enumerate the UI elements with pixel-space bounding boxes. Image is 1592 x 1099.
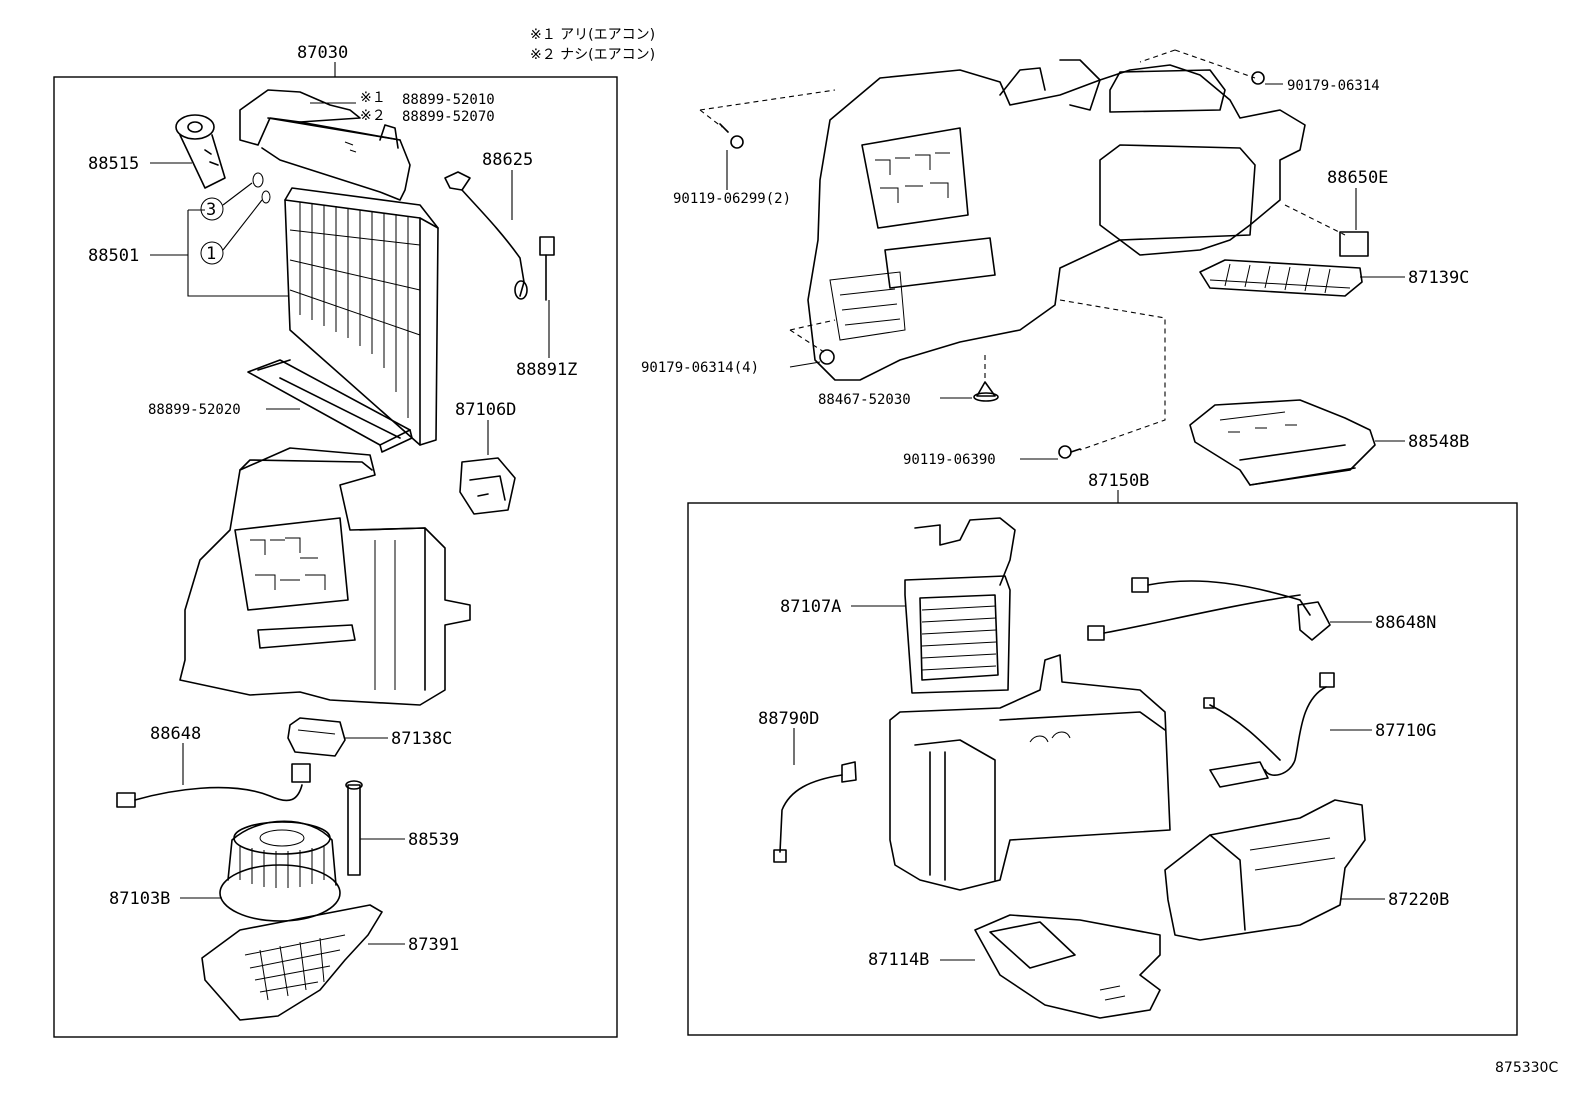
part-label-88790D[interactable]: 88790D	[758, 709, 819, 729]
part-label-87106D[interactable]: 87106D	[455, 400, 516, 420]
part-88650E-drawing	[1339, 231, 1369, 257]
part-87139C-filter-drawing	[1199, 259, 1363, 297]
circled-3-text: 3	[206, 200, 216, 220]
mark-1: ※１	[360, 90, 386, 106]
circled-number-1	[200, 241, 224, 265]
part-87710G-drawing	[1203, 672, 1335, 788]
part-88648N-harness-drawing	[1087, 577, 1331, 641]
part-88899-52020-drawing	[247, 359, 413, 453]
part-88539-drawing	[345, 780, 363, 876]
part-label-88539[interactable]: 88539	[408, 830, 459, 850]
part-87220B-drawing	[1164, 799, 1366, 941]
note-without-ac: ※２ ナシ(エアコン)	[530, 47, 655, 63]
group-label-87030[interactable]: 87030	[297, 43, 348, 63]
heater-case-drawing	[889, 654, 1171, 891]
part-88625-drawing	[444, 171, 528, 300]
part-label-88899-52070[interactable]: 88899-52070	[402, 109, 495, 125]
part-88790D-drawing	[773, 761, 857, 863]
part-87103B-blower-drawing	[219, 820, 341, 922]
circled-1-text: 1	[206, 244, 216, 264]
part-label-88899-52020[interactable]: 88899-52020	[148, 402, 241, 418]
note-with-ac: ※１ アリ(エアコン)	[530, 27, 655, 43]
part-88648-drawing	[116, 763, 311, 808]
part-label-88899-52010[interactable]: 88899-52010	[402, 92, 495, 108]
part-label-87138C[interactable]: 87138C	[391, 729, 452, 749]
part-87106D-drawing	[459, 457, 516, 515]
part-label-88891Z[interactable]: 88891Z	[516, 360, 577, 380]
group-box-left	[53, 76, 618, 1038]
group-label-87150B[interactable]: 87150B	[1088, 471, 1149, 491]
part-label-88648N[interactable]: 88648N	[1375, 613, 1436, 633]
part-label-87710G[interactable]: 87710G	[1375, 721, 1436, 741]
part-88548B-drawing	[1189, 399, 1376, 486]
part-label-87220B[interactable]: 87220B	[1388, 890, 1449, 910]
bolt-90119-06299-drawing	[719, 123, 744, 149]
bolt-90119-06390-drawing	[1058, 445, 1081, 459]
unit-housing-left-drawing	[179, 447, 471, 706]
part-87114B-drawing	[974, 914, 1161, 1019]
screw-90179-06314-drawing	[1251, 71, 1265, 85]
duct-upper-drawing	[239, 89, 411, 201]
part-label-88648[interactable]: 88648	[150, 724, 201, 744]
part-87391-drawing	[201, 904, 383, 1021]
part-label-90179-06314[interactable]: 90179-06314	[1287, 78, 1380, 94]
circled-number-3	[200, 197, 224, 221]
heater-assembly-drawing	[807, 59, 1306, 381]
part-label-90119-06299[interactable]: 90119-06299(2)	[673, 191, 791, 207]
part-label-88515[interactable]: 88515	[88, 154, 139, 174]
part-label-88501[interactable]: 88501	[88, 246, 139, 266]
part-label-87103B[interactable]: 87103B	[109, 889, 170, 909]
part-87107A-heater-core-drawing	[904, 517, 1016, 694]
part-label-87139C[interactable]: 87139C	[1408, 268, 1469, 288]
part-label-90119-06390[interactable]: 90119-06390	[903, 452, 996, 468]
part-label-88548B[interactable]: 88548B	[1408, 432, 1469, 452]
part-88467-52030-drawing	[973, 381, 999, 402]
part-88515-drawing	[175, 114, 226, 189]
part-label-88467-52030[interactable]: 88467-52030	[818, 392, 911, 408]
part-label-87391[interactable]: 87391	[408, 935, 459, 955]
clip-90179-06314-4-drawing	[819, 349, 835, 365]
part-88891Z-drawing	[539, 236, 555, 301]
part-label-88625[interactable]: 88625	[482, 150, 533, 170]
part-88501-evaporator-drawing	[284, 187, 439, 446]
part-87138C-drawing	[287, 717, 346, 757]
mark-2: ※２	[360, 108, 386, 124]
figure-id: 875330C	[1495, 1060, 1558, 1076]
part-label-87107A[interactable]: 87107A	[780, 597, 841, 617]
part-label-88650E[interactable]: 88650E	[1327, 168, 1388, 188]
group-box-right	[687, 502, 1518, 1036]
part-label-90179-06314-4[interactable]: 90179-06314(4)	[641, 360, 759, 376]
part-label-87114B[interactable]: 87114B	[868, 950, 929, 970]
